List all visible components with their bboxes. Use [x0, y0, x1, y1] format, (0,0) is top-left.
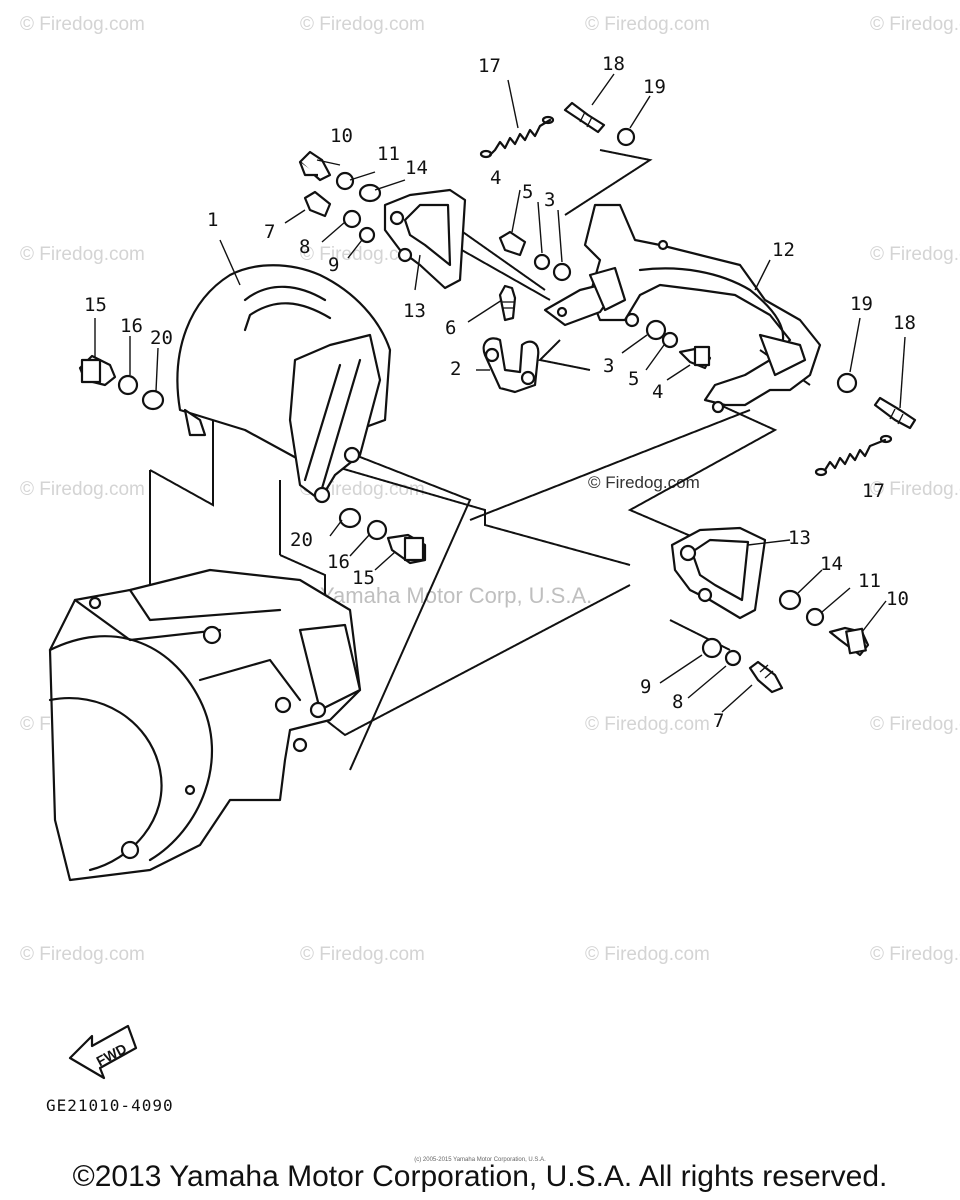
- spring-upper: [479, 115, 555, 159]
- bolt-7-upper: [303, 190, 332, 218]
- callout: 18: [602, 53, 625, 75]
- watermark: © Firedog.com: [300, 244, 425, 265]
- watermark: © Firedog.com: [300, 14, 425, 35]
- callout: 3: [603, 355, 614, 377]
- callout: 12: [772, 239, 795, 261]
- callout: 20: [290, 529, 313, 551]
- callout: 10: [886, 588, 909, 610]
- watermark-dark: © Firedog.com: [588, 473, 700, 492]
- callout: 20: [150, 327, 173, 349]
- watermark: © Firedog.com: [585, 944, 710, 965]
- watermark: © Firedog.com: [585, 714, 710, 735]
- callout: 13: [788, 527, 811, 549]
- watermark: © Firedog.com: [20, 944, 145, 965]
- callout: 13: [403, 300, 426, 322]
- washers: [117, 127, 858, 667]
- watermark: © Firedog.com: [20, 479, 145, 500]
- callout: 14: [820, 553, 843, 575]
- grease-nipple: [498, 284, 517, 322]
- callout: 16: [327, 551, 350, 573]
- callout: 16: [120, 315, 143, 337]
- callout: 4: [490, 167, 501, 189]
- callout: 2: [450, 358, 461, 380]
- callout: 5: [628, 368, 639, 390]
- watermark: © Firedog.com: [20, 244, 145, 265]
- pump-cover: [176, 264, 392, 504]
- bolt-4-lower: [678, 345, 712, 370]
- callout: 15: [352, 567, 375, 589]
- link-plate-lower: [670, 526, 767, 620]
- stud-bolt-18-lower: [873, 396, 917, 430]
- callout: 1: [207, 209, 218, 231]
- callout: 3: [544, 189, 555, 211]
- callout: 18: [893, 312, 916, 334]
- bolt-15-left: [78, 354, 117, 387]
- leader-lines: [94, 73, 906, 713]
- callout: 4: [652, 381, 663, 403]
- callout: 17: [862, 480, 885, 502]
- callout: 11: [858, 570, 881, 592]
- callout: 5: [522, 181, 533, 203]
- copyright-notice: ©2013 Yamaha Motor Corporation, U.S.A. A…: [72, 1160, 888, 1193]
- diagram-part-number: GE21010-4090: [46, 1096, 174, 1115]
- bolt-15-lower: [386, 533, 427, 565]
- watermark: © Firedog.com: [870, 14, 960, 35]
- link-arm: [583, 203, 822, 414]
- fineprint: (c) 2005-2015 Yamaha Motor Corporation, …: [414, 1157, 546, 1163]
- stud-bolt-18-upper: [563, 101, 606, 134]
- callout: 19: [643, 76, 666, 98]
- bolt-10-lower: [828, 626, 870, 657]
- callout: 8: [299, 236, 310, 258]
- watermark: © Firedog.com: [870, 244, 960, 265]
- watermark: © Firedog.com: [300, 944, 425, 965]
- forward-arrow-icon: FWD: [68, 1024, 138, 1080]
- watermark: © Firedog.com: [870, 944, 960, 965]
- watermark: © Firedog.com: [870, 714, 960, 735]
- spring-lower: [814, 434, 893, 477]
- u-bracket: [482, 337, 540, 394]
- bolt-4-upper: [498, 230, 527, 257]
- watermark: © Firedog.com: [20, 14, 145, 35]
- bracket-plate: [543, 266, 627, 327]
- callout: 7: [264, 221, 275, 243]
- callout: 15: [84, 294, 107, 316]
- callout: 6: [445, 317, 456, 339]
- callout: 17: [478, 55, 501, 77]
- callout: 9: [328, 254, 339, 276]
- bolt-10-upper: [298, 150, 332, 182]
- callout: 14: [405, 157, 428, 179]
- callout: 8: [672, 691, 683, 713]
- callout: 19: [850, 293, 873, 315]
- callout: 9: [640, 676, 651, 698]
- watermark-center: Yamaha Motor Corp, U.S.A.: [320, 583, 592, 608]
- callout: 7: [713, 710, 724, 732]
- callout: 10: [330, 125, 353, 147]
- watermark: © Firedog.com: [585, 14, 710, 35]
- callout-labels: 17 18 19 10 11 14 7 8 9 1 13 4 5 3 12 6 …: [84, 53, 916, 732]
- link-plate-upper: [383, 188, 467, 290]
- watermark: © Firedog.com: [870, 479, 960, 500]
- jet-pump-housing: [48, 568, 362, 882]
- callout: 11: [377, 143, 400, 165]
- bolt-7-lower: [748, 660, 784, 694]
